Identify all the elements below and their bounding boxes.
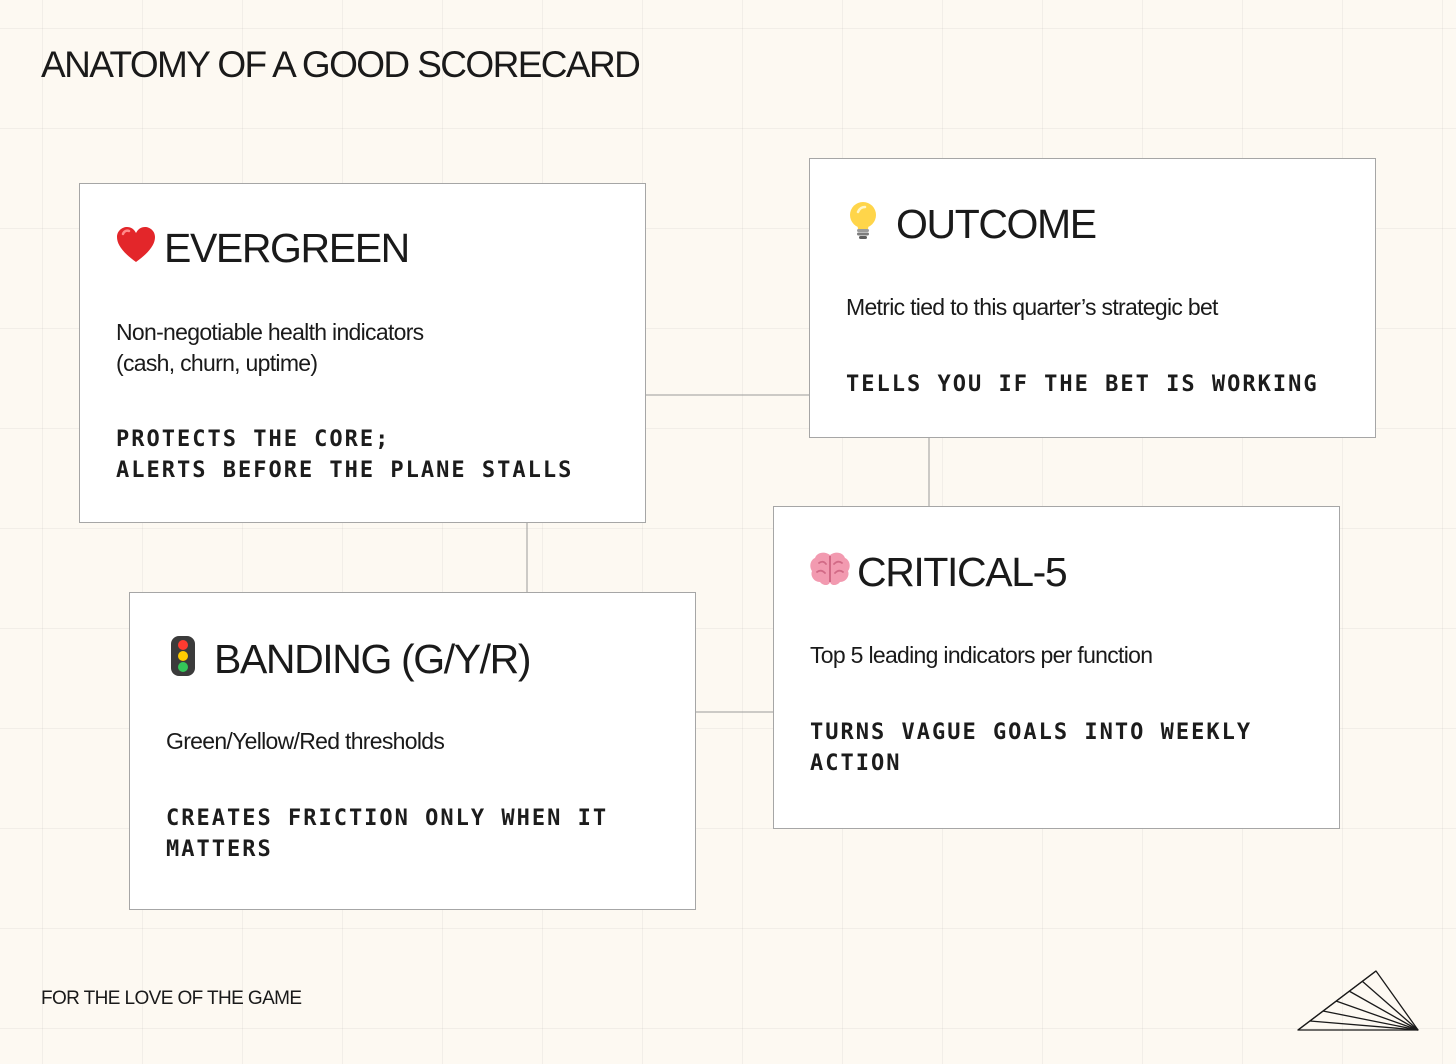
- card-critical5: CRITICAL-5 Top 5 leading indicators per …: [773, 506, 1340, 829]
- card-banding: BANDING (G/Y/R) Green/Yellow/Red thresho…: [129, 592, 696, 910]
- card-outcome-note: TELLS YOU IF THE BET IS WORKING: [846, 372, 1319, 397]
- card-evergreen-note: PROTECTS THE CORE; ALERTS BEFORE THE PLA…: [116, 427, 574, 483]
- mountain-lines-logo: [1297, 970, 1419, 1031]
- card-critical5-title: CRITICAL-5: [809, 549, 1068, 595]
- card-outcome: OUTCOME Metric tied to this quarter’s st…: [809, 158, 1376, 438]
- card-evergreen-title-text: EVERGREEN: [164, 225, 410, 271]
- card-outcome-title-text: OUTCOME: [896, 201, 1097, 247]
- brain-icon: [809, 551, 851, 594]
- card-outcome-description: Metric tied to this quarter’s strategic …: [846, 294, 1218, 320]
- card-banding-title: BANDING (G/Y/R): [170, 635, 532, 684]
- card-critical5-note: TURNS VAGUE GOALS INTO WEEKLY ACTION: [810, 720, 1253, 776]
- footer-text: FOR THE LOVE OF THE GAME: [41, 988, 302, 1009]
- traffic-light-icon: [170, 635, 196, 684]
- card-evergreen: EVERGREEN Non-negotiable health indicato…: [79, 183, 646, 523]
- card-banding-note: CREATES FRICTION ONLY WHEN IT MATTERS: [166, 806, 609, 862]
- heart-icon: [116, 226, 156, 271]
- card-critical5-title-text: CRITICAL-5: [857, 549, 1068, 595]
- card-critical5-description: Top 5 leading indicators per function: [810, 642, 1153, 668]
- lightbulb-icon: [848, 201, 878, 248]
- page-title: ANATOMY OF A GOOD SCORECARD: [41, 44, 641, 85]
- card-evergreen-description: Non-negotiable health indicators (cash, …: [116, 319, 424, 376]
- card-evergreen-title: EVERGREEN: [116, 225, 410, 271]
- card-banding-description: Green/Yellow/Red thresholds: [166, 728, 445, 754]
- card-outcome-title: OUTCOME: [848, 201, 1097, 248]
- card-banding-title-text: BANDING (G/Y/R): [214, 636, 532, 682]
